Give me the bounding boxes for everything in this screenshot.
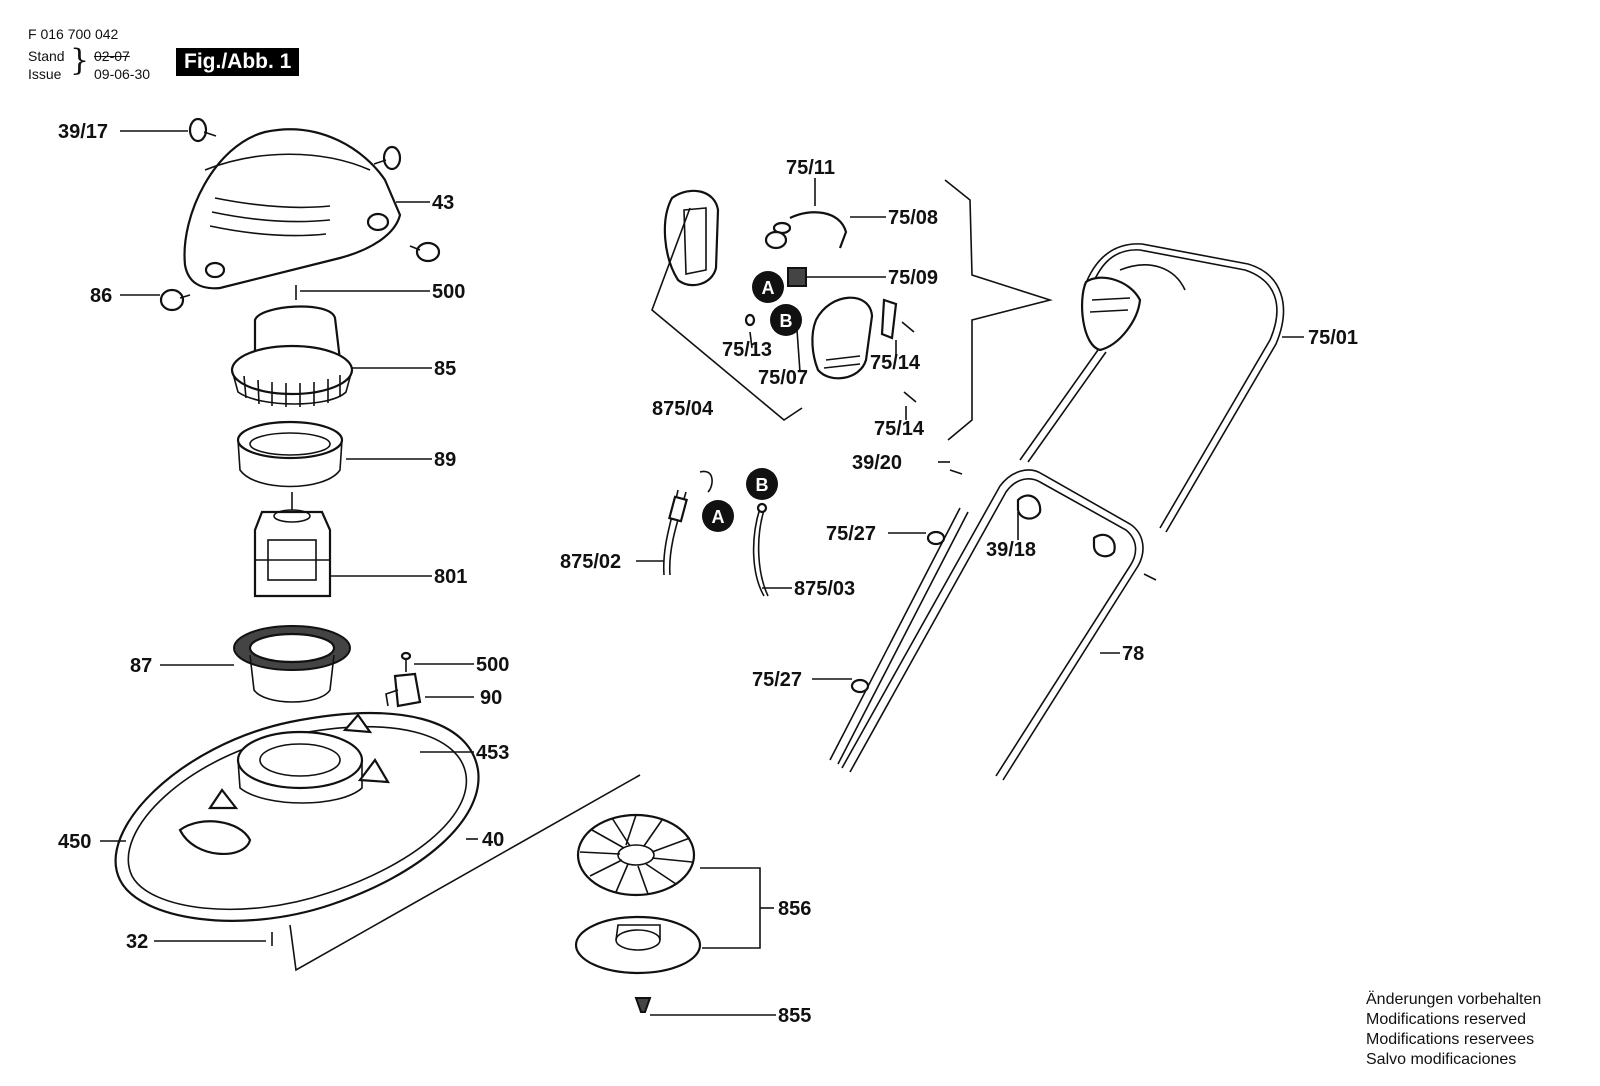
callout-75-09: 75/09 (888, 267, 938, 289)
callout-90: 90 (480, 687, 502, 709)
switch-contact (787, 267, 807, 287)
fan-bracket (700, 867, 761, 949)
assembly-line (289, 774, 641, 972)
switch-housing-right (811, 296, 874, 380)
upper-handle (1019, 243, 1285, 533)
leader-lines (100, 130, 1304, 1016)
callout-801: 801 (434, 566, 467, 588)
switch-bracket (651, 207, 803, 421)
header-brace: } (70, 43, 90, 78)
callout-labels: 39/17 43 86 500 85 89 801 87 500 90 453 … (58, 121, 1358, 1027)
callout-39-17: 39/17 (58, 121, 108, 143)
callout-75-14-upper: 75/14 (870, 352, 921, 374)
callout-39-20: 39/20 (852, 452, 902, 474)
modifications-notice: Änderungen vorbehalten Modifications res… (1366, 990, 1541, 1070)
marker-a-cable-label: A (712, 507, 725, 527)
marker-a-top-label: A (762, 278, 775, 298)
deck-housing (114, 712, 480, 922)
marker-b-top: B (770, 304, 802, 336)
stand-label: Stand (28, 48, 65, 64)
callout-85: 85 (434, 358, 456, 380)
ring-89 (236, 420, 344, 488)
fan-disc (574, 915, 702, 975)
marker-a-top: A (752, 271, 784, 303)
fan-cover (230, 305, 354, 407)
callout-78: 78 (1122, 643, 1144, 665)
switch-lever (764, 211, 848, 250)
callout-75-27-upper: 75/27 (826, 523, 876, 545)
callout-875-04: 875/04 (652, 398, 714, 420)
screw-855 (634, 997, 652, 1013)
callout-500-clip: 500 (476, 654, 509, 676)
callout-75-11: 75/11 (786, 157, 835, 179)
callout-87: 87 (130, 655, 152, 677)
callout-875-02: 875/02 (560, 551, 621, 573)
hood-screws (159, 117, 441, 312)
callout-86: 86 (90, 285, 112, 307)
callout-75-07: 75/07 (758, 367, 808, 389)
marker-b-top-label: B (780, 311, 793, 331)
small-screws (744, 298, 917, 403)
handle-clamps (850, 469, 1157, 694)
notice-line-de: Änderungen vorbehalten (1366, 991, 1542, 1008)
callout-856: 856 (778, 898, 811, 920)
clip-90 (385, 651, 422, 708)
notice-line-es: Salvo modificaciones (1366, 1051, 1517, 1068)
callout-75-01: 75/01 (1308, 327, 1358, 349)
notice-line-en: Modifications reserved (1366, 1011, 1527, 1028)
marker-b-cable: B (746, 468, 778, 500)
callout-855: 855 (778, 1005, 811, 1027)
cable-b (752, 502, 769, 597)
figure-tag: Fig./Abb. 1 (176, 48, 300, 76)
callout-450: 450 (58, 831, 91, 853)
callout-40: 40 (482, 829, 504, 851)
issue-label: Issue (28, 66, 62, 82)
callout-500-top: 500 (432, 281, 465, 303)
switch-housing-left (663, 189, 720, 287)
callout-75-13: 75/13 (722, 339, 772, 361)
bearing-plate-87 (233, 625, 351, 703)
lower-handle (829, 469, 1144, 781)
document-number: F 016 700 042 (28, 26, 119, 42)
callout-875-03: 875/03 (794, 578, 855, 600)
marker-b-cable-label: B (756, 475, 769, 495)
callout-32: 32 (126, 931, 148, 953)
callout-75-14-lower: 75/14 (874, 418, 925, 440)
callout-39-18: 39/18 (986, 539, 1036, 561)
marker-a-cable: A (702, 500, 734, 532)
motor-801 (253, 492, 332, 598)
cable-a (662, 470, 713, 576)
impeller-fan (576, 813, 696, 897)
stand-date: 02-07 (94, 48, 130, 64)
callout-89: 89 (434, 449, 456, 471)
motor-hood (183, 128, 402, 290)
callout-453: 453 (476, 742, 509, 764)
callout-43: 43 (432, 192, 454, 214)
detail-brace (944, 179, 1053, 441)
callout-75-08: 75/08 (888, 207, 938, 229)
issue-date: 09-06-30 (94, 66, 151, 82)
notice-line-fr: Modifications reservees (1366, 1031, 1535, 1048)
callout-75-27-lower: 75/27 (752, 669, 802, 691)
